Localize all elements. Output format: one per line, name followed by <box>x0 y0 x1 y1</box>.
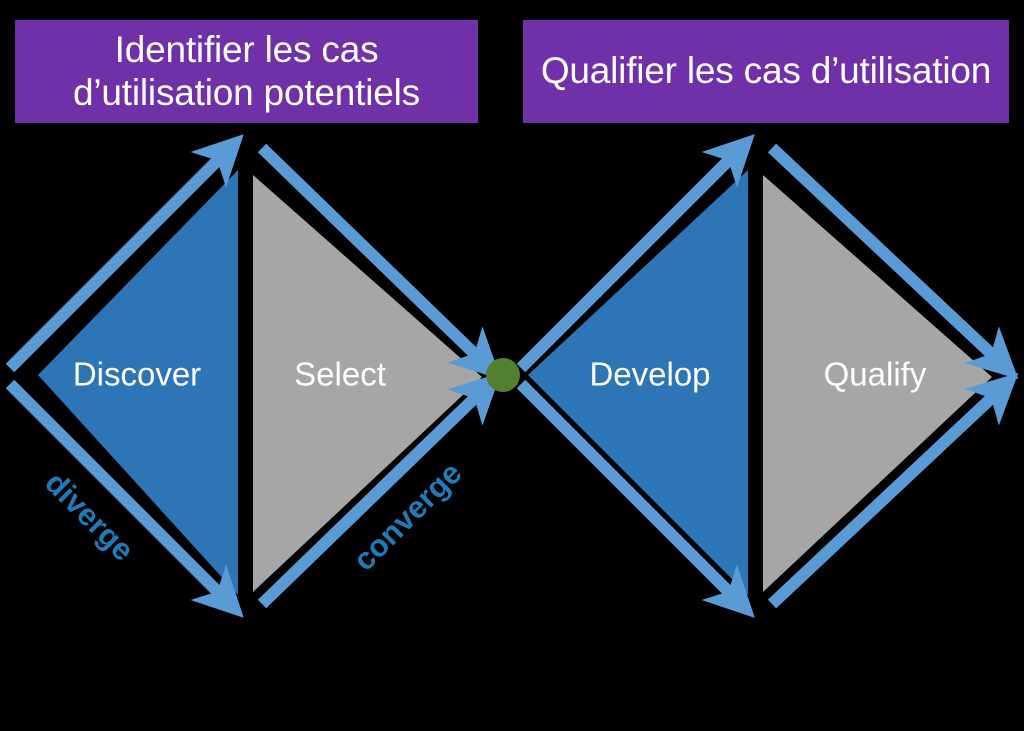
develop-triangle[interactable] <box>528 170 748 595</box>
header-banner-qualifier: Qualifier les cas d’utilisation <box>523 20 1009 123</box>
converge-arrow-from-bottom <box>257 372 502 609</box>
right-diverge-arrow-down <box>516 379 755 618</box>
label-diverge: diverge <box>38 465 141 568</box>
converge-arrow-from-top <box>257 143 502 380</box>
right-converge-arrow-from-top <box>767 143 1019 380</box>
label-discover: Discover <box>73 356 201 393</box>
right-diverge-arrow-up <box>516 134 755 373</box>
right-diamond-group: Develop Qualify <box>516 134 1019 618</box>
gate-node-circle[interactable] <box>486 358 520 392</box>
label-qualify: Qualify <box>824 356 927 393</box>
qualify-triangle[interactable] <box>763 175 992 592</box>
left-diamond-group: Discover Select diverge converge <box>5 134 502 618</box>
label-develop: Develop <box>589 356 710 393</box>
select-triangle[interactable] <box>253 175 482 592</box>
diverge-arrow-down <box>5 379 244 618</box>
discover-triangle[interactable] <box>38 170 238 595</box>
header-banner-identifier: Identifier les cas d’utilisation potenti… <box>15 20 478 123</box>
diverge-arrow-up <box>5 134 244 373</box>
label-select: Select <box>294 356 386 393</box>
right-converge-arrow-from-bottom <box>767 372 1019 609</box>
